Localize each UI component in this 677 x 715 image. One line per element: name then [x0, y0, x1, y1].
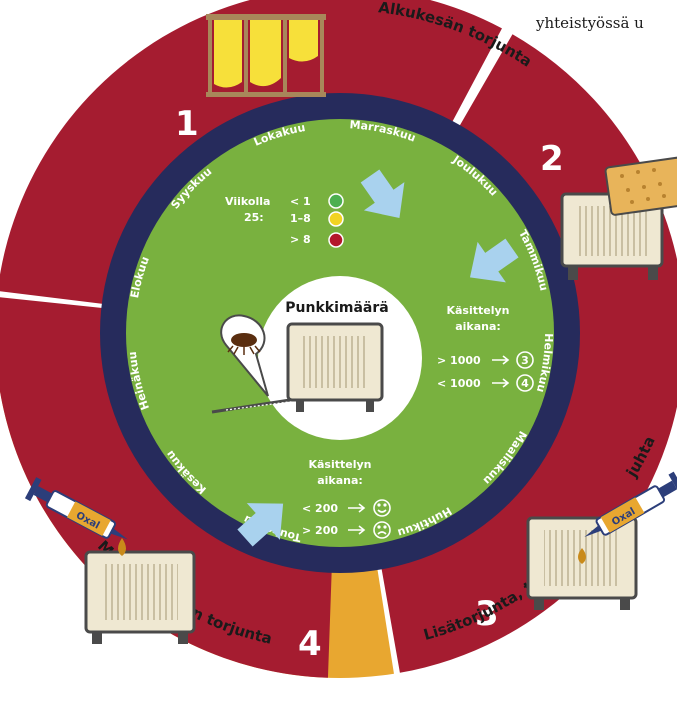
circled-number-icon — [516, 374, 534, 392]
treatment-row-label: < 1000 — [437, 377, 481, 390]
yellow-dot-icon — [328, 211, 344, 227]
summer-treatment-block: Käsittelyn aikana: > 1000 < 1000 3 4 — [437, 304, 534, 392]
hive-with-syringe-icon: Oxal — [526, 471, 677, 610]
treatment-subtitle: aikana: — [455, 320, 501, 333]
phase-1-number: 1 — [175, 104, 199, 144]
legend-row-label: 1–8 — [290, 212, 311, 225]
treatment-title: Käsittelyn — [446, 304, 509, 317]
center-hive-icon — [286, 322, 384, 412]
arrow-icon — [469, 238, 519, 283]
phase-4-sector — [0, 297, 332, 678]
arrow-icon — [360, 169, 405, 219]
arrow-right-icon — [348, 503, 366, 513]
week25-legend: Viikolla 25: < 1 1–8 > 8 — [225, 193, 344, 248]
treatment-subtitle: aikana: — [317, 474, 363, 487]
legend-title: Viikolla — [225, 195, 270, 208]
treatment-target: 4 — [521, 377, 529, 390]
mite-magnifier-icon — [211, 314, 291, 414]
arrow-right-icon — [492, 378, 510, 388]
arrow-icon — [237, 503, 284, 547]
treatment-row-label: > 1000 — [437, 354, 481, 367]
phase-4-number: 4 — [298, 624, 322, 664]
arrows — [237, 169, 519, 547]
treatment-row-label: > 200 — [302, 524, 338, 537]
circled-number-icon — [516, 351, 534, 369]
legend-subtitle: 25: — [244, 211, 264, 224]
happy-face-icon — [373, 499, 391, 517]
header-text: yhteistyössä u — [536, 14, 644, 32]
phase-3-number: 3 — [475, 594, 499, 634]
red-dot-icon — [328, 232, 344, 248]
legend-row-label: > 8 — [290, 233, 311, 246]
autumn-treatment-block: Käsittelyn aikana: < 200 > 200 — [302, 458, 391, 539]
sad-face-icon — [373, 521, 391, 539]
phase-2-number: 2 — [540, 139, 564, 179]
arrow-right-icon — [348, 525, 366, 535]
legend-row-label: < 1 — [290, 195, 311, 208]
comb-frames-icon — [206, 14, 326, 97]
arrow-right-icon — [492, 355, 510, 365]
treatment-row-label: < 200 — [302, 502, 338, 515]
treatment-title: Käsittelyn — [308, 458, 371, 471]
phase-1-sector — [0, 0, 502, 304]
hive-with-syringe-icon: Oxal — [24, 477, 196, 644]
center-title: Punkkimäärä — [285, 300, 388, 316]
treatment-target: 3 — [521, 354, 529, 367]
green-dot-icon — [328, 193, 344, 209]
hive-with-pad-icon — [560, 156, 677, 280]
